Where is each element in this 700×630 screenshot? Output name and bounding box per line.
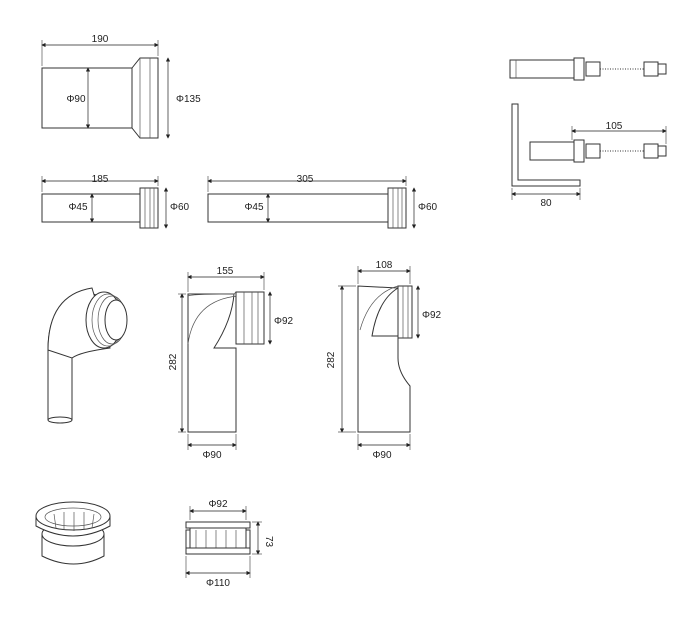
dim-label-phi60-a: Φ60 (170, 202, 190, 213)
bolt-bracket-drawing (511, 103, 667, 200)
dim-label-73: 73 (263, 536, 274, 548)
dim-label-282-a: 282 (168, 353, 179, 370)
dim-label-190: 190 (92, 34, 109, 45)
dim-label-phi110: Φ110 (206, 578, 230, 589)
dim-label-phi60-b: Φ60 (418, 202, 438, 213)
dim-label-282-b: 282 (326, 351, 337, 368)
bolt-top-drawing (509, 57, 667, 81)
collar-side-drawing (185, 506, 262, 578)
dim-label-phi45-a: Φ45 (68, 202, 88, 213)
dim-label-phi135: Φ135 (176, 94, 201, 105)
dim-label-185: 185 (92, 174, 109, 185)
dim-label-phi90-b: Φ90 (202, 450, 222, 461)
long-pipe-drawing (207, 176, 417, 229)
dim-label-phi92-a: Φ92 (274, 316, 294, 327)
dim-label-108: 108 (376, 260, 393, 271)
short-pipe-drawing (41, 176, 169, 229)
dim-label-phi92-c: Φ92 (208, 499, 228, 510)
bend-side-drawing (178, 272, 273, 450)
pan-connector-drawing (41, 40, 171, 139)
dim-label-phi92-b: Φ92 (422, 310, 442, 321)
offset-bend-side-drawing (338, 266, 421, 450)
dim-label-105: 105 (606, 121, 623, 132)
dim-label-155: 155 (217, 266, 234, 277)
dim-label-305: 305 (297, 174, 314, 185)
dim-label-phi45-b: Φ45 (244, 202, 264, 213)
dim-label-80: 80 (540, 198, 552, 209)
collar-perspective-drawing (35, 501, 111, 565)
dim-label-phi90-c: Φ90 (372, 450, 392, 461)
dim-label-phi90-a: Φ90 (66, 94, 86, 105)
bend-perspective-drawing (47, 287, 128, 424)
